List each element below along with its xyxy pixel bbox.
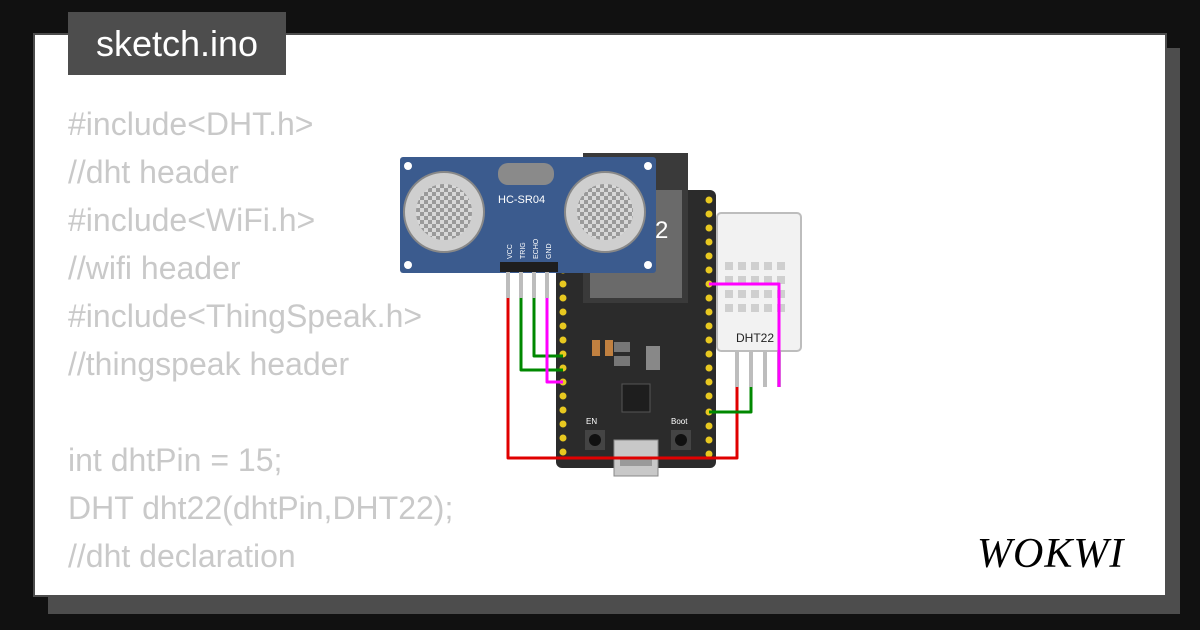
- code-line: //wifi header: [68, 250, 241, 286]
- mount-hole: [644, 261, 652, 269]
- dht22-pin: [763, 351, 767, 387]
- pin-label-gnd: GND: [546, 243, 553, 259]
- pin-gnd: [545, 272, 549, 298]
- file-name-tab[interactable]: sketch.ino: [68, 12, 286, 75]
- code-line: //dht declaration: [68, 538, 296, 574]
- smd-component: [614, 342, 630, 352]
- code-line: #include<WiFi.h>: [68, 202, 316, 238]
- mount-hole: [404, 162, 412, 170]
- dht22-pin: [749, 351, 753, 387]
- mount-hole: [644, 162, 652, 170]
- pin-label-trig: TRIG: [520, 242, 527, 259]
- ultrasonic-sensor[interactable]: HC-SR04 VCC TRIG ECHO GND: [400, 157, 656, 298]
- dht22-sensor[interactable]: DHT22: [716, 212, 802, 387]
- smd-component: [592, 340, 600, 356]
- wire-trig[interactable]: [519, 298, 563, 372]
- wokwi-logo: WOKWI: [977, 531, 1125, 577]
- en-button-cap: [589, 434, 601, 446]
- wire-gnd[interactable]: [545, 298, 563, 384]
- voltage-regulator: [646, 346, 660, 370]
- crystal: [498, 163, 554, 185]
- code-line: //thingspeak header: [68, 346, 350, 382]
- wire-dht-data[interactable]: [709, 387, 753, 414]
- usb-port-slot: [620, 458, 652, 466]
- pin-label-vcc: VCC: [507, 244, 514, 259]
- ultrasonic-label: HC-SR04: [498, 194, 545, 206]
- pin-echo: [532, 272, 536, 298]
- smd-component: [605, 340, 613, 356]
- code-line: #include<DHT.h>: [68, 106, 314, 142]
- logo-text: WOKWI: [977, 531, 1125, 577]
- module-chip-text: 2: [655, 217, 668, 244]
- pin-label-echo: ECHO: [533, 238, 540, 259]
- dht22-vents: [725, 262, 785, 312]
- code-line: int dhtPin = 15;: [68, 442, 283, 478]
- pin-vcc: [506, 272, 510, 298]
- code-line: DHT dht22(dhtPin,DHT22);: [68, 490, 454, 526]
- usb-chip: [621, 383, 651, 413]
- wire-echo[interactable]: [532, 298, 563, 358]
- transducer-right-mesh: [577, 184, 633, 240]
- esp32-right-header: [705, 196, 713, 458]
- en-label: EN: [586, 417, 597, 426]
- dht22-label: DHT22: [736, 331, 774, 345]
- transducer-left-mesh: [416, 184, 472, 240]
- dht22-pin: [735, 351, 739, 387]
- pin-trig: [519, 272, 523, 298]
- smd-component: [614, 356, 630, 366]
- mount-hole: [404, 261, 412, 269]
- pin-header: [500, 262, 558, 272]
- code-line: #include<ThingSpeak.h>: [68, 298, 423, 334]
- code-preview: #include<DHT.h> //dht header #include<Wi…: [68, 100, 453, 580]
- wire-dht-gnd[interactable]: [709, 282, 781, 387]
- boot-label: Boot: [671, 417, 688, 426]
- wire-vcc[interactable]: [506, 298, 739, 460]
- boot-button-cap: [675, 434, 687, 446]
- code-line: //dht header: [68, 154, 239, 190]
